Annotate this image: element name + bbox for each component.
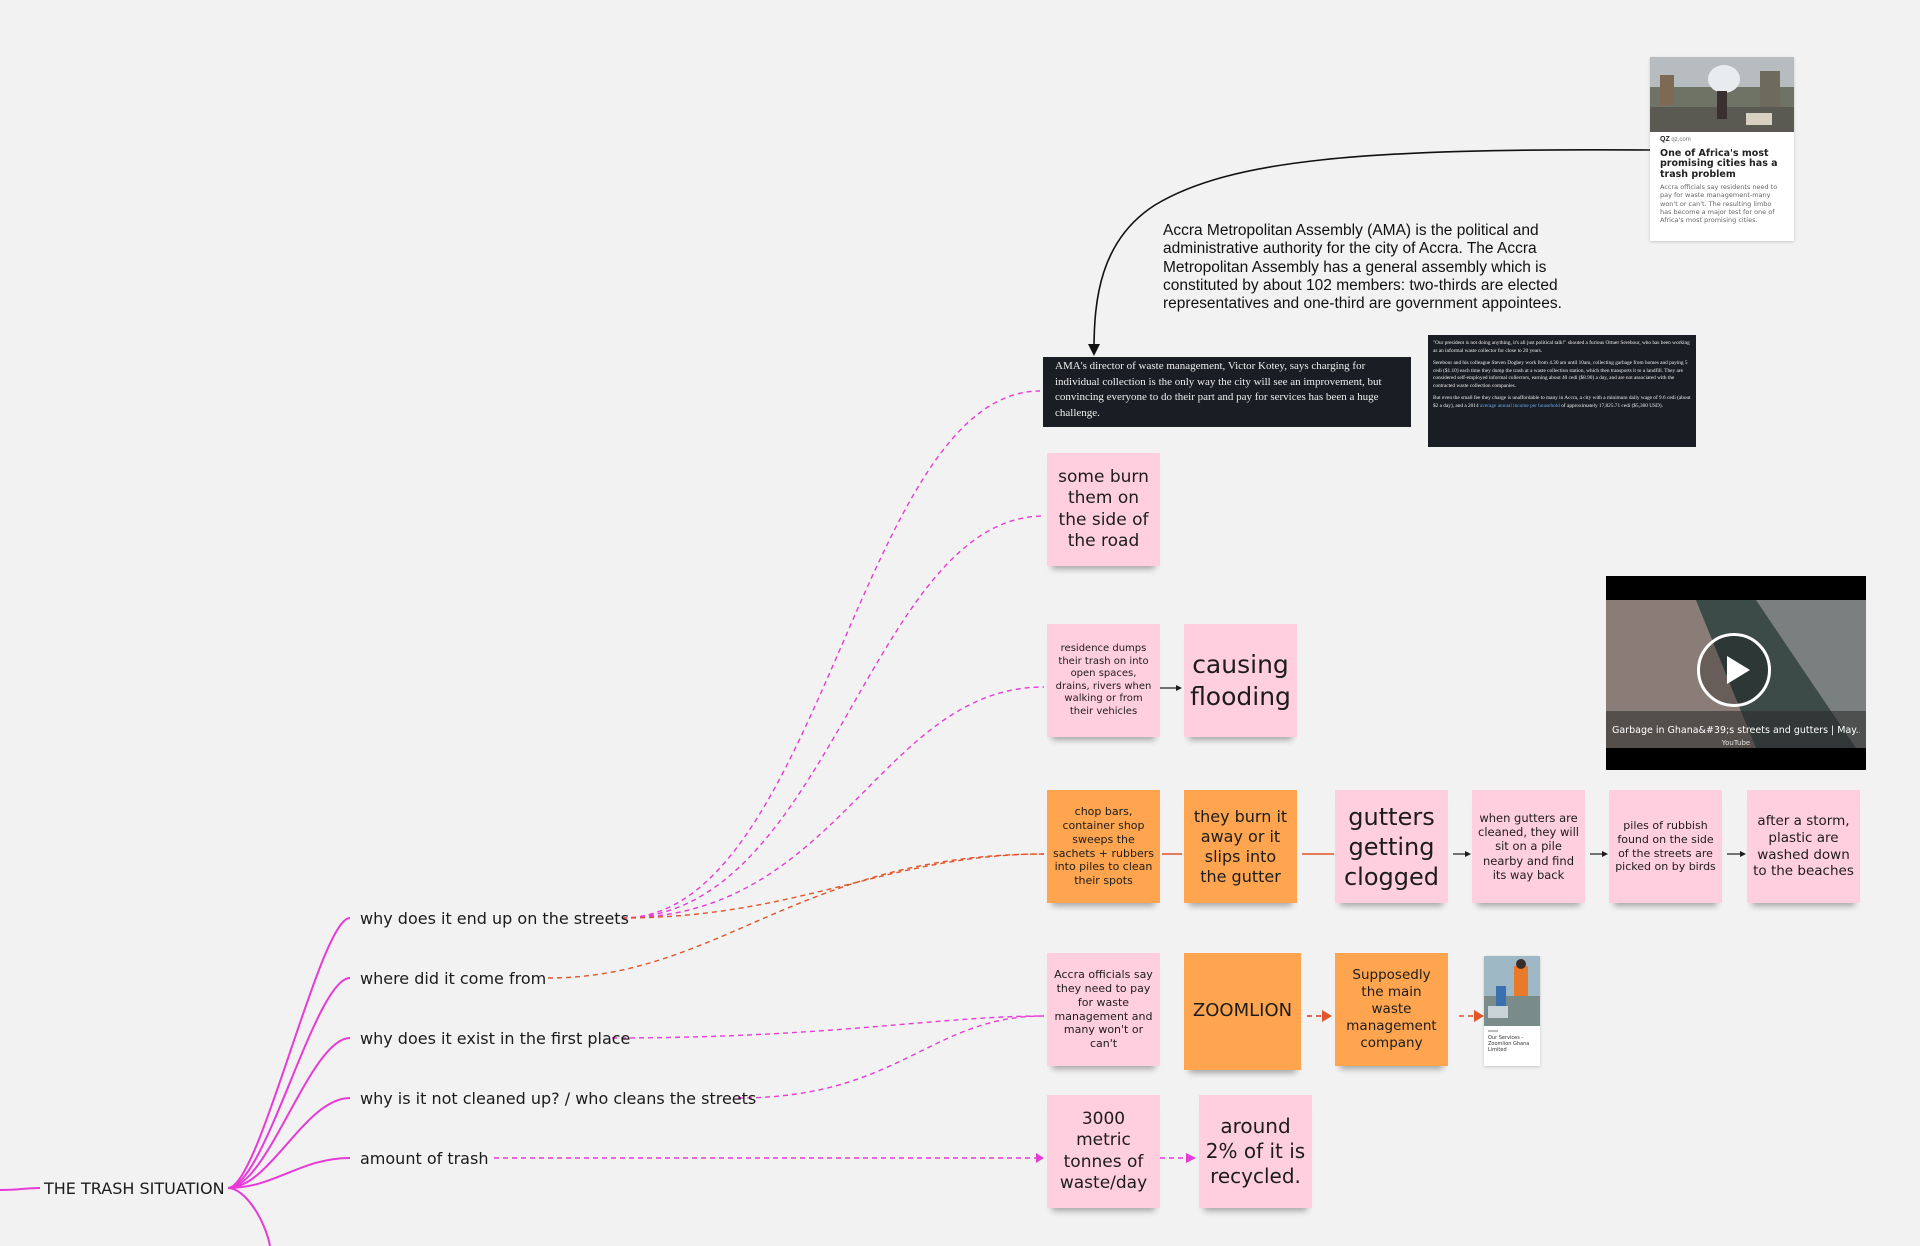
video-source: YouTube bbox=[1721, 739, 1751, 747]
serebour-quote[interactable]: "Our president is not doing anything, it… bbox=[1428, 335, 1696, 447]
sticky-causing-flooding[interactable]: causing flooding bbox=[1184, 624, 1297, 737]
zoomlion-card-title: Our Services - Zoomlion Ghana Limited bbox=[1488, 1035, 1530, 1053]
sticky-gutters-cleaned[interactable]: when gutters are cleaned, they will sit … bbox=[1472, 790, 1585, 903]
video-embed[interactable]: Garbage in Ghana&#39;s streets and gutte… bbox=[1606, 576, 1866, 770]
income-link[interactable]: average annual income per household bbox=[1479, 402, 1560, 409]
article-thumbnail bbox=[1650, 57, 1794, 132]
mindmap-root[interactable]: THE TRASH SITUATION bbox=[44, 1179, 225, 1198]
sticky-after-storm[interactable]: after a storm, plastic are washed down t… bbox=[1747, 790, 1860, 903]
kotey-quote[interactable]: AMA's director of waste management, Vict… bbox=[1043, 357, 1411, 427]
sticky-piles-rubbish[interactable]: piles of rubbish found on the side of th… bbox=[1609, 790, 1722, 903]
serebour-quote-p3: But even the small fee they charge is un… bbox=[1433, 395, 1691, 409]
serebour-quote-p1: "Our president is not doing anything, it… bbox=[1433, 340, 1690, 354]
article-card[interactable]: QZ qz.com One of Africa's most promising… bbox=[1650, 57, 1794, 241]
sticky-burn-roadside[interactable]: some burn them on the side of the road bbox=[1047, 453, 1160, 566]
video-title: Garbage in Ghana&#39;s streets and gutte… bbox=[1612, 725, 1860, 736]
mindmap-branch-first-place[interactable]: why does it exist in the first place bbox=[360, 1029, 631, 1048]
sticky-accra-officials[interactable]: Accra officials say they need to pay for… bbox=[1047, 953, 1160, 1066]
article-description: Accra officials say residents need to pa… bbox=[1660, 183, 1778, 224]
mindmap-branch-amount[interactable]: amount of trash bbox=[360, 1149, 489, 1168]
mindmap-branch-streets[interactable]: why does it end up on the streets bbox=[360, 909, 629, 928]
mindmap-branch-cleanup[interactable]: why is it not cleaned up? / who cleans t… bbox=[360, 1089, 757, 1108]
sticky-residence-dumps[interactable]: residence dumps their trash on into open… bbox=[1047, 624, 1160, 737]
mindmap-branch-origin[interactable]: where did it come from bbox=[360, 969, 547, 988]
sticky-chop-bars[interactable]: chop bars, container shop sweeps the sac… bbox=[1047, 790, 1160, 903]
article-title: One of Africa's most promising cities ha… bbox=[1660, 148, 1778, 180]
sticky-zoomlion[interactable]: ZOOMLION bbox=[1184, 953, 1301, 1070]
sticky-gutters-clogged[interactable]: gutters getting clogged bbox=[1335, 790, 1448, 903]
sticky-recycled[interactable]: around 2% of it is recycled. bbox=[1199, 1095, 1312, 1208]
ama-description-text[interactable]: Accra Metropolitan Assembly (AMA) is the… bbox=[1163, 222, 1562, 313]
serebour-quote-p2: Serebour and his colleague Steven Dogbey… bbox=[1433, 360, 1688, 389]
kotey-quote-text: AMA's director of waste management, Vict… bbox=[1055, 360, 1382, 419]
zoomlion-link-card[interactable]: Our Services - Zoomlion Ghana Limited bbox=[1484, 956, 1540, 1066]
zoomlion-thumbnail bbox=[1484, 956, 1540, 1026]
sticky-burn-or-slip[interactable]: they burn it away or it slips into the g… bbox=[1184, 790, 1297, 903]
play-icon[interactable] bbox=[1697, 633, 1771, 707]
sticky-metric-tonnes[interactable]: 3000 metric tonnes of waste/day bbox=[1047, 1095, 1160, 1208]
sticky-supposedly[interactable]: Supposedly the main waste management com… bbox=[1335, 953, 1448, 1066]
article-source: QZ qz.com bbox=[1660, 136, 1691, 143]
